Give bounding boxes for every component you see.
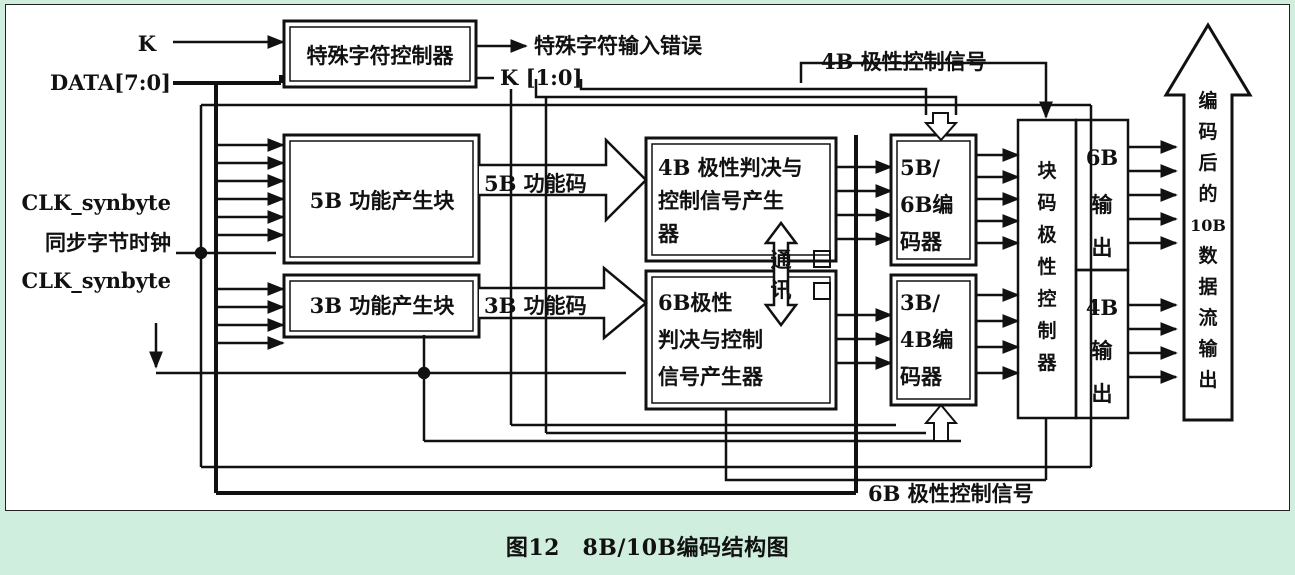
block-pol-char: 码: [1037, 192, 1056, 214]
enc56-line2: 6B编: [900, 192, 953, 217]
out6-line3: 出: [1092, 235, 1113, 260]
code5b-label: 5B 功能码: [484, 171, 587, 196]
enc56-line3: 码器: [900, 229, 943, 254]
clk-label-top: CLK_synbyte: [22, 190, 171, 215]
pol4b-line1: 4B 极性判决与: [658, 155, 803, 180]
gen3b-label: 3B 功能产生块: [310, 293, 456, 318]
gen5b-label: 5B 功能产生块: [310, 188, 456, 213]
pol4b-line2: 控制信号产生: [658, 188, 784, 213]
enc34-line1: 3B/: [900, 290, 940, 315]
k-label: K: [138, 31, 157, 56]
k10-label: K [1:0]: [500, 65, 582, 90]
encoder-diagram: K DATA[7:0] CLK_synbyte 同步字节时钟 CLK_synby…: [22, 19, 1253, 506]
stream-char: 编: [1198, 89, 1217, 112]
stream-char: 10B: [1190, 216, 1226, 235]
clk-label-bot: CLK_synbyte: [22, 268, 171, 293]
diagram-box: K DATA[7:0] CLK_synbyte 同步字节时钟 CLK_synby…: [5, 4, 1290, 511]
pol4b-signal-label: 4B 极性控制信号: [821, 49, 987, 74]
block-pol-char: 制: [1037, 319, 1056, 342]
figure-caption: 图12 8B/10B编码结构图: [505, 535, 790, 561]
block-pol-char: 器: [1036, 352, 1057, 374]
data-label: DATA[7:0]: [50, 70, 171, 95]
pol6b-line3: 信号产生器: [658, 364, 764, 389]
enc34-line2: 4B编: [900, 327, 953, 352]
pol6b-line2: 判决与控制: [658, 327, 763, 352]
stream-char: 码: [1198, 121, 1217, 143]
pol6b-signal-label: 6B 极性控制信号: [868, 481, 1034, 506]
stream-char: 的: [1198, 182, 1217, 205]
stream-char: 后: [1198, 152, 1217, 174]
pol4b-line3: 器: [657, 221, 680, 246]
comm-char2: 讯: [771, 277, 792, 302]
special-error-label: 特殊字符输入错误: [534, 33, 703, 58]
enc34-line3: 码器: [900, 364, 943, 389]
out6-line2: 输: [1092, 192, 1114, 217]
special-ctrl-label: 特殊字符控制器: [307, 43, 455, 68]
code3b-label: 3B 功能码: [484, 293, 587, 318]
block-pol-char: 控: [1037, 287, 1056, 310]
pol6b-line1: 6B极性: [658, 290, 732, 315]
stream-char: 据: [1198, 275, 1217, 298]
block-pol-char: 性: [1037, 255, 1056, 278]
block-pol-char: 块: [1037, 160, 1057, 182]
out4-line1: 4B: [1086, 295, 1118, 320]
clk-label-mid: 同步字节时钟: [45, 230, 171, 255]
stream-char: 出: [1198, 368, 1217, 391]
out4-line2: 输: [1092, 338, 1114, 363]
stream-char: 输: [1198, 337, 1218, 360]
out6-line1: 6B: [1086, 145, 1118, 170]
out4-line3: 出: [1092, 381, 1113, 406]
block-pol-char: 极: [1037, 223, 1057, 246]
comm-char1: 通: [771, 247, 792, 272]
stream-char: 数: [1198, 244, 1218, 267]
enc56-line1: 5B/: [900, 155, 940, 180]
stream-char: 流: [1198, 306, 1217, 329]
